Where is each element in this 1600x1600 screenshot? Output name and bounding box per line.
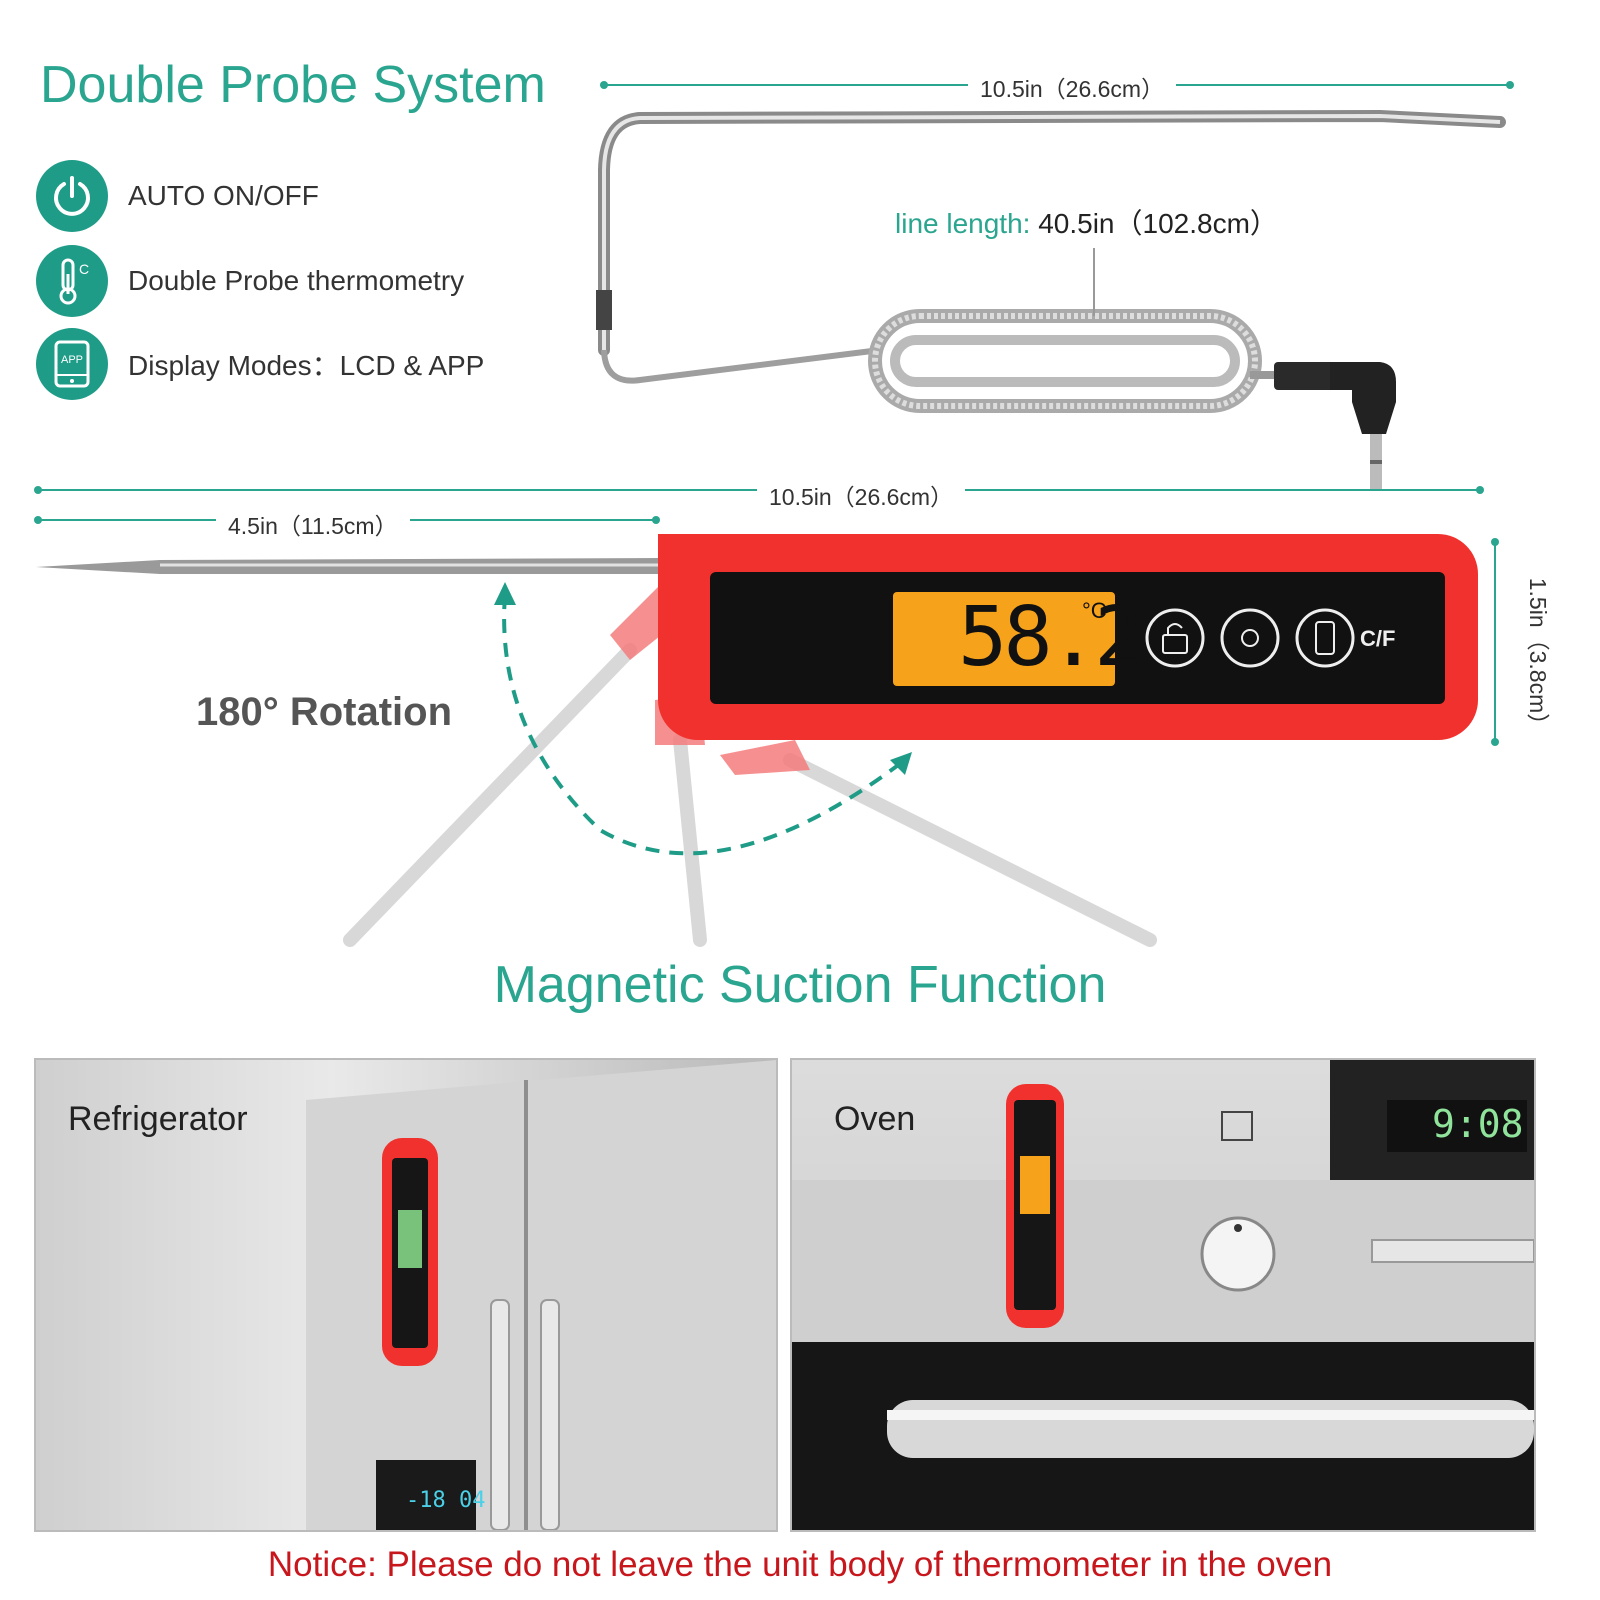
line-length-value: 40.5in（102.8cm） bbox=[1038, 208, 1278, 239]
lcd-unit: °C bbox=[1082, 598, 1107, 623]
oven-clock: 9:08 bbox=[1432, 1102, 1524, 1146]
power-icon bbox=[36, 160, 108, 232]
fridge-display: -18 04 bbox=[406, 1488, 486, 1513]
feature-label: Display Modes：LCD & APP bbox=[128, 350, 485, 381]
rotation-label: 180° Rotation bbox=[196, 690, 453, 734]
lcd-temperature: 58.2 bbox=[958, 590, 1143, 685]
page-title: Double Probe System bbox=[40, 56, 546, 114]
notice-text: Notice: Please do not leave the unit bod… bbox=[267, 1545, 1333, 1584]
refrigerator-panel: Refrigerator -18 04 bbox=[34, 1058, 778, 1532]
lock-icon bbox=[1145, 608, 1205, 668]
svg-text:APP: APP bbox=[61, 354, 83, 366]
cf-label: C/F bbox=[1360, 626, 1396, 651]
probe-cable-illustration bbox=[596, 81, 1514, 490]
refrigerator-illustration bbox=[306, 1060, 776, 1530]
feature-label: Double Probe thermometry bbox=[128, 265, 465, 296]
svg-text:C: C bbox=[79, 261, 89, 277]
height-label: 1.5in（3.8cm） bbox=[1525, 577, 1551, 737]
feature-display-modes: APP Display Modes：LCD & APP bbox=[36, 328, 484, 400]
probe-length-label-2: 4.5in（11.5cm） bbox=[216, 507, 410, 541]
oven-illustration bbox=[792, 1060, 1534, 1530]
feature-label: AUTO ON/OFF bbox=[128, 180, 319, 211]
backlight-icon bbox=[1220, 608, 1280, 668]
probe-length-label: 10.5in（26.6cm） bbox=[968, 70, 1177, 104]
total-length-label: 10.5in（26.6cm） bbox=[757, 478, 966, 512]
feature-auto-on-off: AUTO ON/OFF bbox=[36, 160, 319, 232]
line-length: line length: 40.5in（102.8cm） bbox=[895, 202, 1278, 242]
oven-label: Oven bbox=[834, 1100, 916, 1138]
refrigerator-label: Refrigerator bbox=[68, 1100, 248, 1138]
feature-double-probe: C Double Probe thermometry bbox=[36, 245, 464, 317]
phone-app-icon: APP bbox=[36, 328, 108, 400]
magnetic-title: Magnetic Suction Function bbox=[493, 956, 1107, 1014]
line-length-label: line length: bbox=[895, 208, 1031, 239]
thermometer-celsius-icon: C bbox=[36, 245, 108, 317]
oven-panel: Oven 9:08 bbox=[790, 1058, 1536, 1532]
phone-icon bbox=[1295, 608, 1355, 668]
